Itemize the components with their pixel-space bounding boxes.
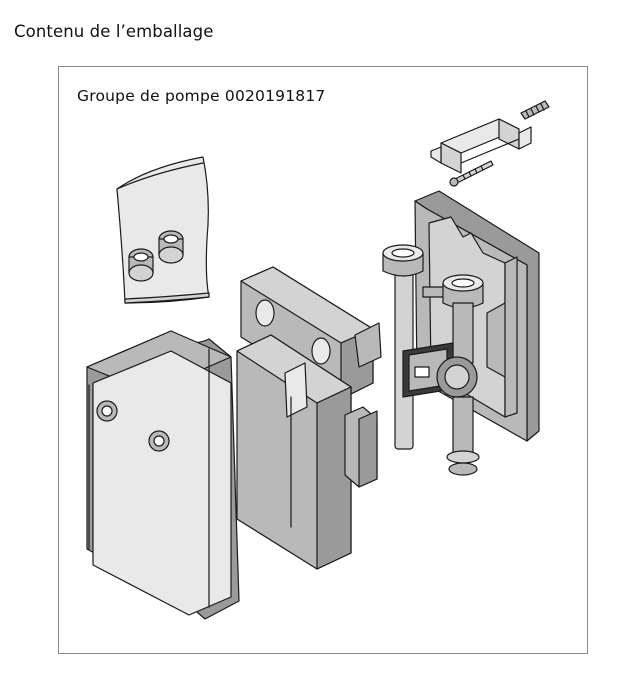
front-insulation-plate (236, 334, 352, 570)
page-heading: Contenu de l’emballage (14, 22, 214, 41)
wall-bracket-icon (430, 118, 532, 174)
fittings-bag-icon (116, 156, 210, 304)
front-cover (86, 330, 240, 620)
mounting-clip (344, 406, 378, 488)
control-module (240, 266, 382, 400)
pump-assembly (382, 244, 484, 476)
exploded-view-illustration (86, 100, 550, 620)
screw-and-dowel-icon (449, 100, 550, 187)
insulation-back-shell (414, 190, 540, 442)
figure-frame: Groupe de pompe 0020191817 (58, 66, 588, 654)
figure-caption: Groupe de pompe 0020191817 (77, 87, 326, 105)
